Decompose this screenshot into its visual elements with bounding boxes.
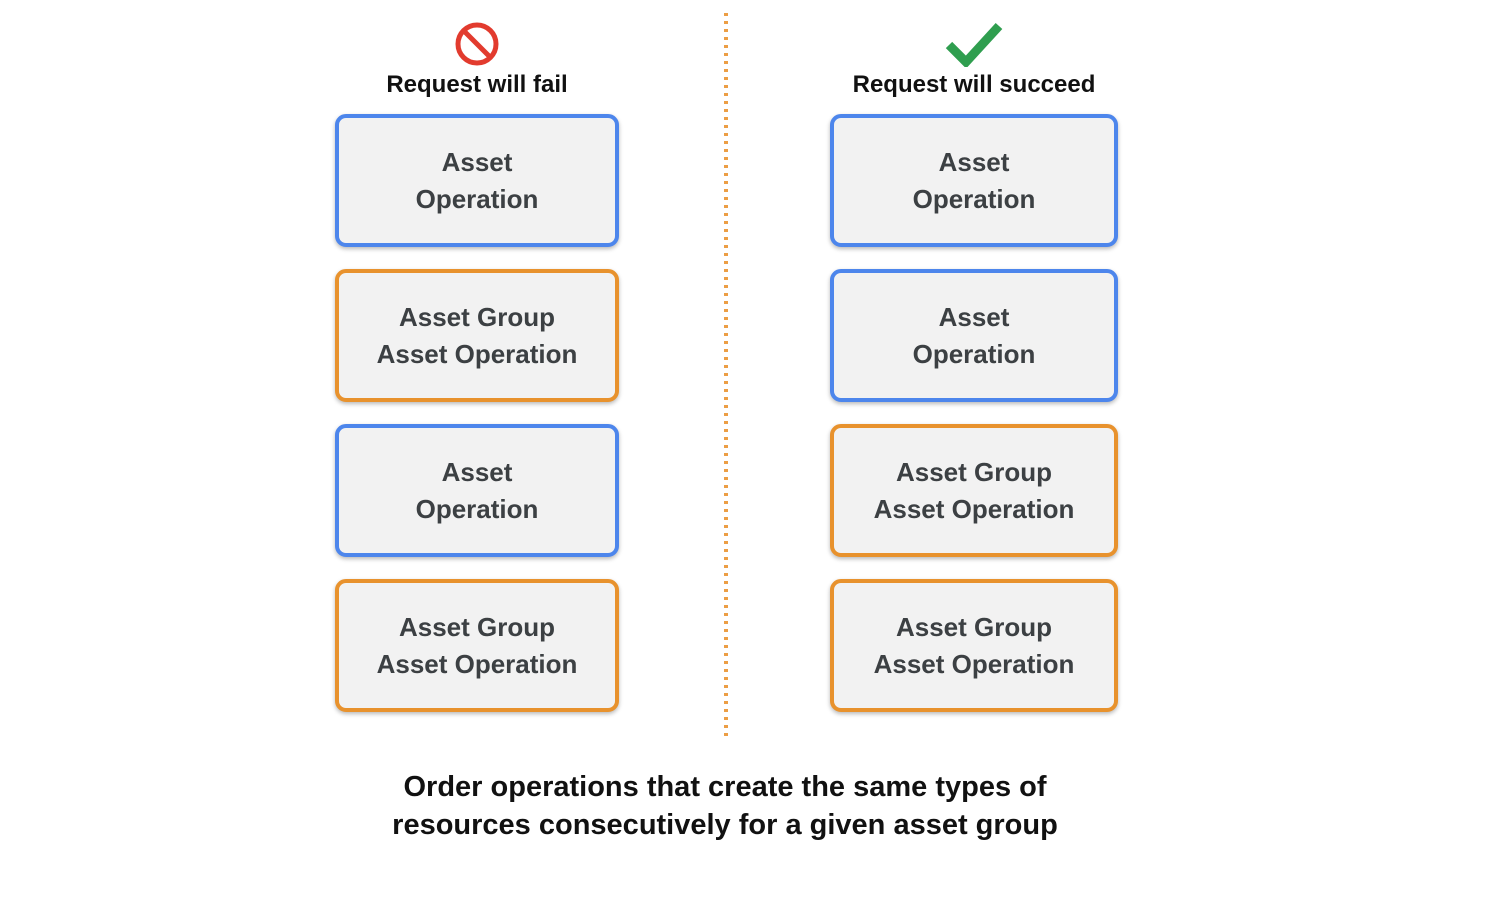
asset-operation-box: Asset Operation [830, 114, 1118, 247]
asset-group-asset-operation-box: Asset Group Asset Operation [830, 579, 1118, 712]
asset-operation-box: Asset Operation [335, 114, 619, 247]
fail-column-heading: Request will fail [386, 71, 568, 98]
succeed-column-heading: Request will succeed [852, 71, 1096, 98]
diagram-caption: Order operations that create the same ty… [392, 771, 1058, 841]
asset-group-asset-operation-box: Asset Group Asset Operation [830, 424, 1118, 557]
prohibition-icon [455, 20, 499, 68]
fail-column: Request will fail Asset Operation Asset … [335, 14, 619, 734]
asset-operation-box: Asset Operation [830, 269, 1118, 402]
fail-box-list: Asset Operation Asset Group Asset Operat… [335, 114, 619, 734]
asset-group-asset-operation-box: Asset Group Asset Operation [335, 579, 619, 712]
dotted-divider [724, 13, 728, 740]
succeed-box-list: Asset Operation Asset Operation Asset Gr… [830, 114, 1118, 734]
asset-group-asset-operation-box: Asset Group Asset Operation [335, 269, 619, 402]
succeed-column: Request will succeed Asset Operation Ass… [830, 14, 1118, 734]
asset-operation-box: Asset Operation [335, 424, 619, 557]
checkmark-icon [945, 20, 1003, 68]
